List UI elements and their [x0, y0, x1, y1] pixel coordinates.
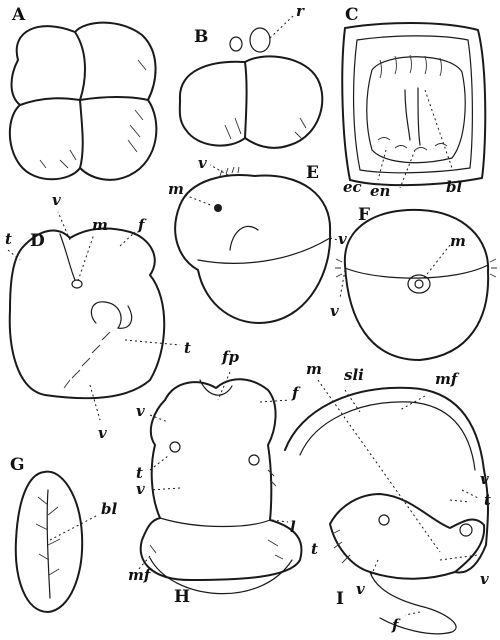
figure-b-two-cell-stage: B r [178, 2, 324, 149]
label-d-m: m [92, 216, 108, 234]
figure-c-letter: C [345, 5, 359, 25]
figure-h-embryo: H fp f v t v l mf [128, 348, 303, 607]
label-d-t-right: t [184, 339, 191, 357]
figure-a-four-cell-stage: A [8, 5, 158, 181]
label-h-t: t [136, 464, 143, 482]
figure-d-letter: D [30, 231, 45, 251]
figure-h-letter: H [174, 587, 190, 607]
figure-f-letter: F [358, 205, 370, 225]
mouth-e [214, 204, 222, 212]
figure-i-embryo: I m sli mf v t t v v f [284, 360, 491, 635]
label-e-v-top: v [198, 154, 207, 172]
label-ec: ec [343, 178, 362, 196]
label-e-v-right: v [338, 230, 347, 248]
polar-body-small [229, 36, 243, 52]
label-f-m: m [450, 232, 466, 250]
label-h-v-mid: v [136, 480, 145, 498]
figure-e-embryo: E v m v [168, 154, 347, 324]
label-d-v-bottom: v [98, 424, 107, 442]
figure-i-letter: I [336, 589, 344, 609]
label-bl: bl [446, 178, 462, 196]
label-i-f: f [391, 616, 401, 634]
label-e-m: m [168, 180, 184, 198]
label-i-sli: sli [344, 366, 364, 384]
figure-g-letter: G [10, 455, 25, 475]
label-h-mf: mf [128, 566, 153, 584]
label-i-m: m [306, 360, 322, 378]
figure-g-embryo: G bl [10, 455, 117, 613]
label-i-t-left: t [311, 540, 318, 558]
label-en: en [370, 182, 390, 200]
label-i-t-right: t [484, 491, 491, 509]
figure-a-letter: A [11, 5, 26, 25]
figure-c-section: C ec en bl [341, 5, 487, 200]
label-i-v-mid: v [356, 580, 365, 598]
label-i-v-right: v [480, 470, 489, 488]
label-h-v-top: v [136, 402, 145, 420]
label-i-mf: mf [435, 370, 460, 388]
figure-b-letter: B [194, 27, 208, 47]
polar-body-large [249, 27, 271, 53]
figure-e-letter: E [306, 163, 319, 183]
label-h-f: f [291, 384, 301, 402]
figure-d-embryo: D t v m f t v [5, 191, 191, 442]
label-g-bl: bl [101, 500, 117, 518]
label-d-f: f [137, 216, 147, 234]
label-h-fp: fp [221, 348, 239, 366]
label-h-l: l [290, 518, 296, 536]
label-f-v: v [330, 302, 339, 320]
label-i-v-far: v [480, 570, 489, 588]
label-d-v-top: v [52, 191, 61, 209]
label-r: r [296, 2, 305, 20]
figure-f-embryo: F m v [330, 205, 497, 361]
label-d-t-left: t [5, 230, 12, 248]
